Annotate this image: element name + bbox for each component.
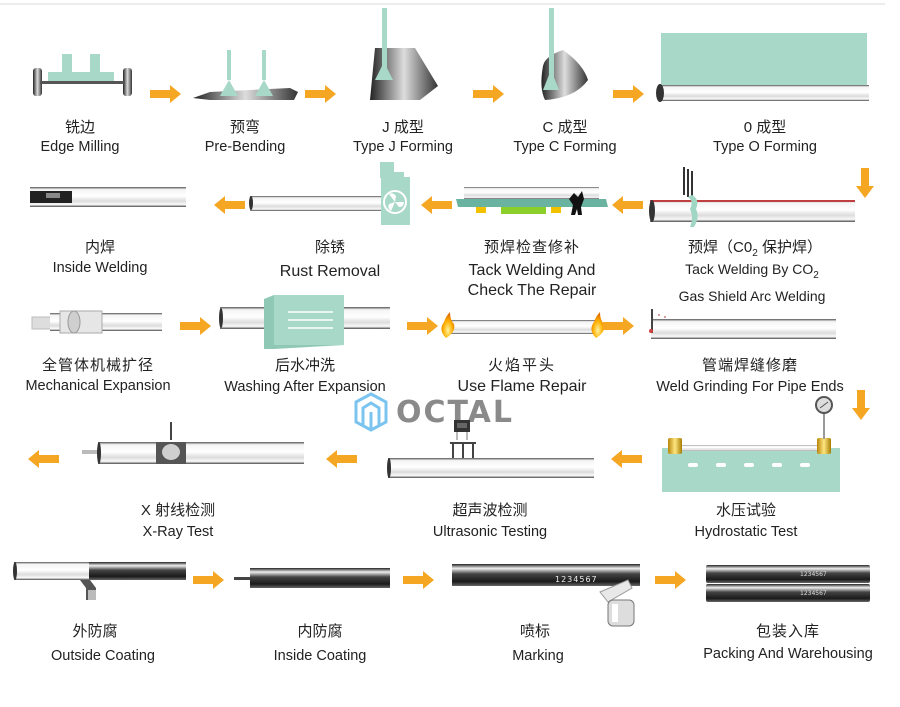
mechanical-expansion-icon xyxy=(31,310,162,334)
flow-arrow-left-icon xyxy=(28,450,59,468)
step-17-en-label: Outside Coating xyxy=(51,648,155,664)
pipe-code-2: 1234567 xyxy=(800,590,827,597)
step-4-cn-label: C 成型 xyxy=(542,119,588,136)
step-1-en-label: Edge Milling xyxy=(40,139,120,155)
step-15-en-label: Ultrasonic Testing xyxy=(432,524,548,540)
tack-weld-check-icon xyxy=(456,187,608,215)
step-15-cn-label: 超声波检测 xyxy=(452,502,528,519)
step-19-cn-label: 喷标 xyxy=(519,623,551,640)
outside-coating-icon xyxy=(13,562,186,600)
step-3-en-label: Type J Forming xyxy=(353,139,453,155)
flow-arrow-right-icon xyxy=(150,85,181,103)
flow-arrow-down-icon xyxy=(856,168,874,198)
octal-logo-icon xyxy=(354,392,388,432)
step-6-cn-label: 预焊（C02 保护焊） xyxy=(688,236,822,259)
pre-bending-icon xyxy=(193,50,298,100)
step-13-en-label: Weld Grinding For Pipe Ends xyxy=(656,379,844,395)
cn-prefix: 预焊（C0 xyxy=(688,239,753,256)
pipe-stack-graphic xyxy=(706,565,870,602)
step-9-en-label: Inside Welding xyxy=(52,260,148,276)
step-18-cn-label: 内防腐 xyxy=(297,623,343,640)
inside-welding-icon xyxy=(30,187,186,207)
flow-arrow-left-icon xyxy=(214,196,245,214)
step-17-cn-label: 外防腐 xyxy=(72,623,118,640)
flow-arrow-down-icon xyxy=(852,390,870,420)
step-5-cn-label: 0 成型 xyxy=(743,119,787,136)
cn-suffix: 保护焊） xyxy=(757,239,822,256)
x-ray-test-icon xyxy=(82,422,304,464)
step-14-en-label: Hydrostatic Test xyxy=(694,524,798,540)
c-forming-icon xyxy=(541,8,588,100)
step-9-cn-label: 内焊 xyxy=(84,239,116,256)
flow-arrow-left-icon xyxy=(421,196,452,214)
flow-arrow-right-icon xyxy=(407,317,438,335)
flow-arrow-right-icon xyxy=(305,85,336,103)
step-2-en-label: Pre-Bending xyxy=(204,139,286,155)
flow-arrow-left-icon xyxy=(611,450,642,468)
packing-warehousing-icon: 1234567 1234567 xyxy=(702,563,872,605)
en-line1: Tack Welding And xyxy=(468,262,596,279)
en-line2: Gas Shield Arc Welding xyxy=(678,287,826,304)
flow-arrow-right-icon xyxy=(180,317,211,335)
en-subscript: 2 xyxy=(813,269,819,281)
en-line1: Tack Welding By CO xyxy=(685,261,814,277)
j-forming-icon xyxy=(370,8,438,100)
step-10-cn-label: 全管体机械扩径 xyxy=(41,357,155,374)
step-16-en-label: X-Ray Test xyxy=(142,524,214,540)
cn-subscript: 2 xyxy=(752,248,758,259)
en-line2: Check The Repair xyxy=(467,282,597,299)
flow-arrow-right-icon xyxy=(603,317,634,335)
hydrostatic-test-icon xyxy=(662,396,840,492)
step-3-cn-label: J 成型 xyxy=(382,119,424,136)
step-11-en-label: Washing After Expansion xyxy=(224,379,386,395)
step-11-cn-label: 后水冲洗 xyxy=(274,357,336,374)
step-12-cn-label: 火焰平头 xyxy=(487,357,557,374)
pipe-code-1: 1234567 xyxy=(800,571,827,578)
step-8-en-label: Rust Removal xyxy=(279,263,381,280)
step-20-cn-label: 包装入库 xyxy=(755,623,821,640)
flow-arrow-left-icon xyxy=(326,450,357,468)
flow-arrow-right-icon xyxy=(403,571,434,589)
marking-code: 1234567 xyxy=(555,575,598,584)
top-border xyxy=(0,3,885,5)
weld-grinding-icon xyxy=(649,309,836,339)
step-14-cn-label: 水压试验 xyxy=(715,502,777,519)
step-4-en-label: Type C Forming xyxy=(513,139,617,155)
ultrasonic-testing-icon xyxy=(387,420,594,478)
marking-icon: 1234567 xyxy=(450,562,645,632)
flow-arrow-right-icon xyxy=(193,571,224,589)
step-13-cn-label: 管端焊缝修磨 xyxy=(701,357,799,374)
washing-icon xyxy=(219,295,390,349)
co2-tack-welding-icon xyxy=(649,167,855,227)
step-16-cn-label: X 射线检测 xyxy=(140,502,216,519)
step-2-cn-label: 预弯 xyxy=(229,119,261,136)
step-20-en-label: Packing And Warehousing xyxy=(703,646,873,662)
marking-pipe-graphic xyxy=(452,564,640,627)
step-1-cn-label: 铣边 xyxy=(64,119,96,136)
inside-coating-icon xyxy=(234,568,390,588)
flame-repair-icon xyxy=(441,312,605,338)
step-8-cn-label: 除锈 xyxy=(314,239,346,256)
o-forming-icon xyxy=(656,33,869,102)
flow-arrow-right-icon xyxy=(655,571,686,589)
flow-arrow-right-icon xyxy=(473,85,504,103)
step-12-en-label: Use Flame Repair xyxy=(457,378,587,395)
flow-arrow-right-icon xyxy=(613,85,644,103)
flow-arrow-left-icon xyxy=(612,196,643,214)
step-10-en-label: Mechanical Expansion xyxy=(25,378,171,394)
edge-milling-icon xyxy=(33,54,132,96)
step-19-en-label: Marking xyxy=(512,648,564,664)
step-5-en-label: Type O Forming xyxy=(713,139,817,155)
step-18-en-label: Inside Coating xyxy=(273,648,367,664)
step-7-cn-label: 预焊检查修补 xyxy=(483,239,581,256)
rust-removal-icon xyxy=(249,162,410,225)
